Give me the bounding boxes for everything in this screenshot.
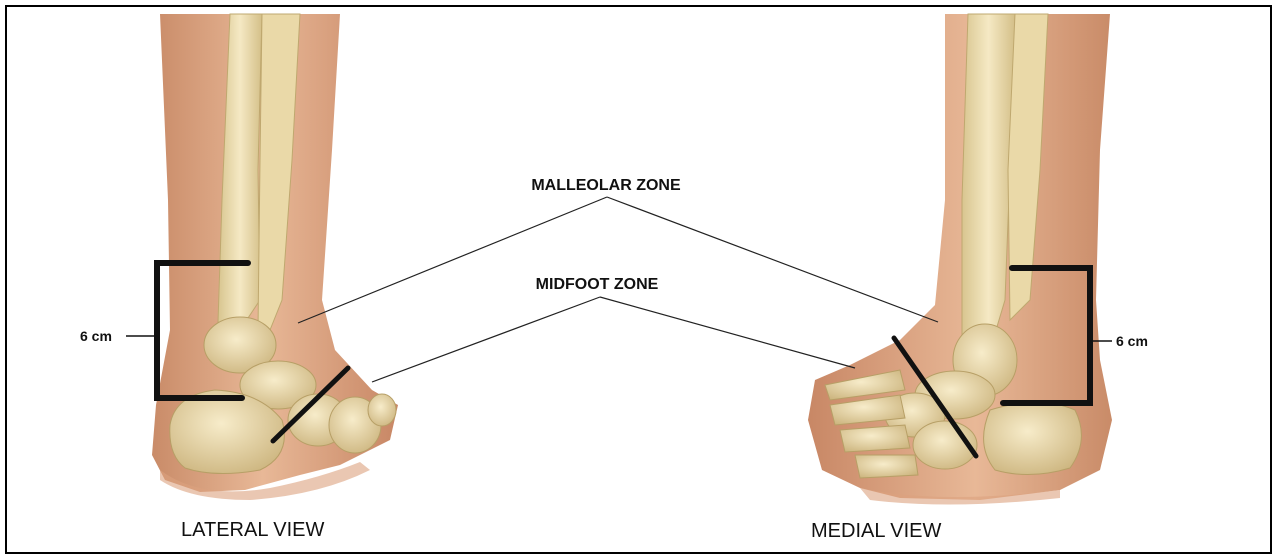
lateral-foot-illustration [152,13,398,500]
lateral-metatarsal-head [367,393,397,427]
medial-metatarsal-4 [854,454,919,479]
lateral-foot-sole [160,462,370,500]
medial-foot-illustration [808,13,1112,505]
medial-metatarsal-2 [829,394,906,426]
malleolar-zone-leaders [297,196,939,324]
lateral-calcaneus [169,389,285,475]
midfoot-zone-leaders [371,296,856,383]
lateral-view-label: LATERAL VIEW [181,519,324,541]
lateral-tibia [257,13,301,331]
lateral-malleolar-bracket [154,260,251,401]
medial-metatarsal-1 [824,369,906,401]
lateral-measure-label: 6 cm [80,328,112,344]
lateral-midfoot-cut [270,365,351,444]
medial-midfoot-cut [891,335,979,459]
lateral-talus [239,360,317,410]
malleolar-zone-label: MALLEOLAR ZONE [531,177,681,194]
midfoot-zone-label: MIDFOOT ZONE [536,276,659,293]
lateral-malleolus [203,316,277,374]
medial-foot-sole [860,488,1060,505]
figure-border [5,5,1272,554]
medial-calcaneus [983,402,1082,476]
medial-malleolar-bracket [1000,265,1093,406]
medial-view-label: MEDIAL VIEW [811,520,942,542]
medial-measure-label: 6 cm [1116,333,1148,349]
medial-fibula [1007,13,1049,322]
medial-metatarsal-3 [839,424,911,453]
